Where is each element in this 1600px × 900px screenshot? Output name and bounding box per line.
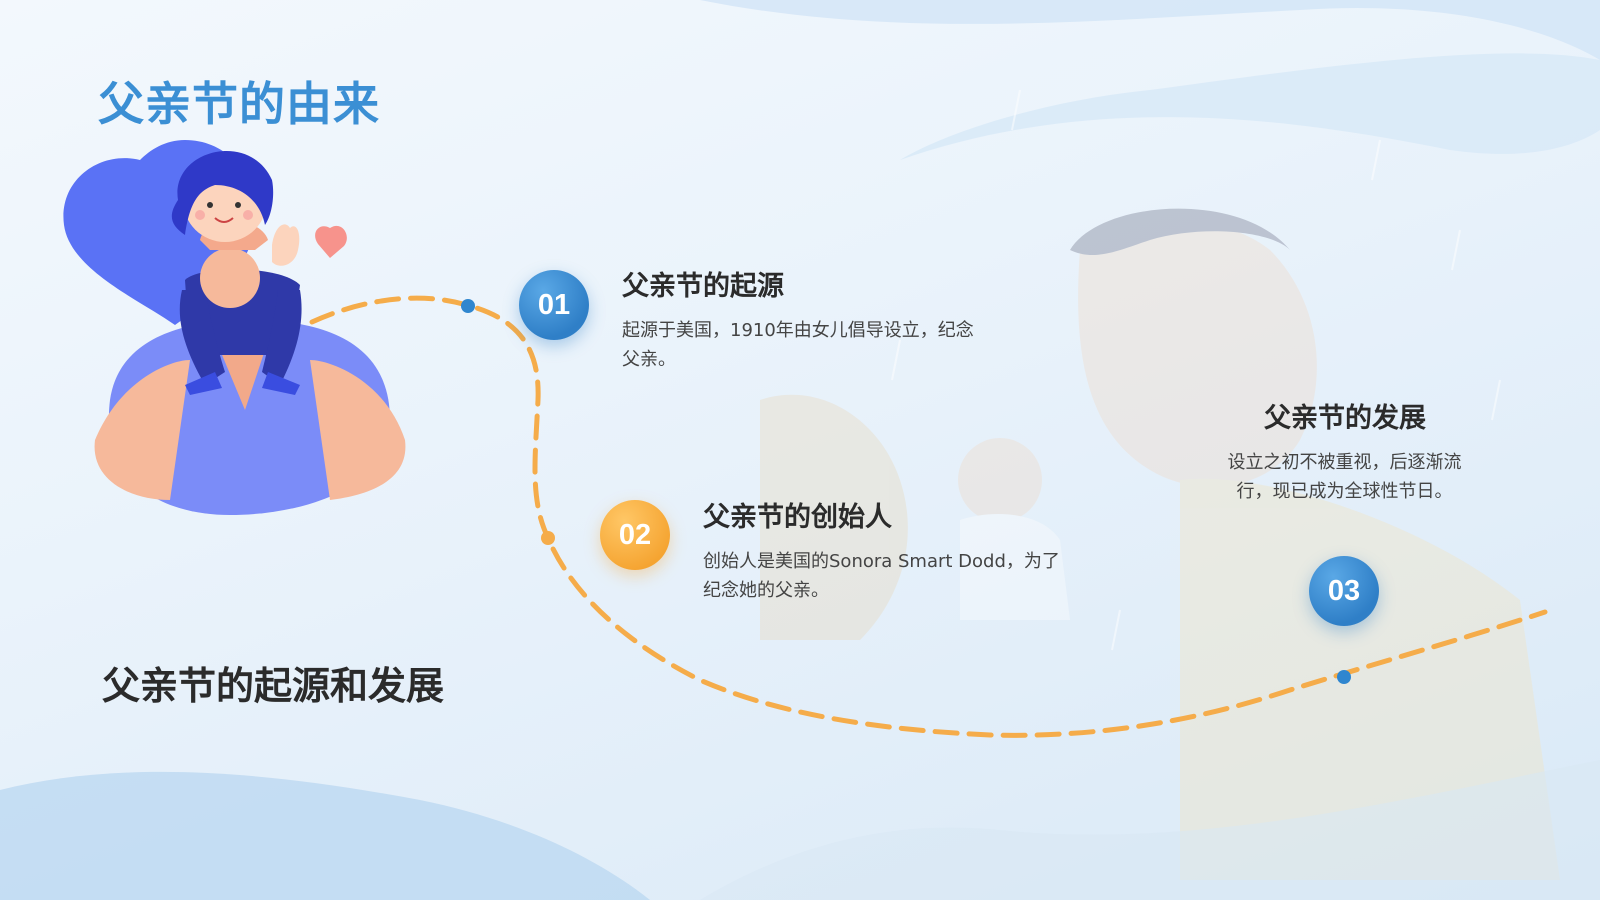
slide-subtitle: 父亲节的起源和发展 [102,664,445,708]
step-badge-03: 03 [1309,556,1379,626]
step-description-01: 起源于美国，1910年由女儿倡导设立，纪念父亲。 [622,320,974,370]
step-badge-01: 01 [519,270,589,340]
step-description-02: 创始人是美国的Sonora Smart Dodd，为了纪念她的父亲。 [703,551,1060,601]
timeline-dot [461,299,475,313]
page-title: 父亲节的由来 [98,77,380,131]
timeline-path [309,295,1548,738]
step-title-02: 父亲节的创始人 [703,502,892,533]
timeline-dot [1337,670,1351,684]
step-title-03: 父亲节的发展 [1264,403,1426,434]
step-description-03: 设立之初不被重视，后逐渐流行，现已成为全球性节日。 [1227,452,1462,502]
step-title-01: 父亲节的起源 [622,271,784,302]
step-badge-02: 02 [600,500,670,570]
timeline-dot [541,531,555,545]
